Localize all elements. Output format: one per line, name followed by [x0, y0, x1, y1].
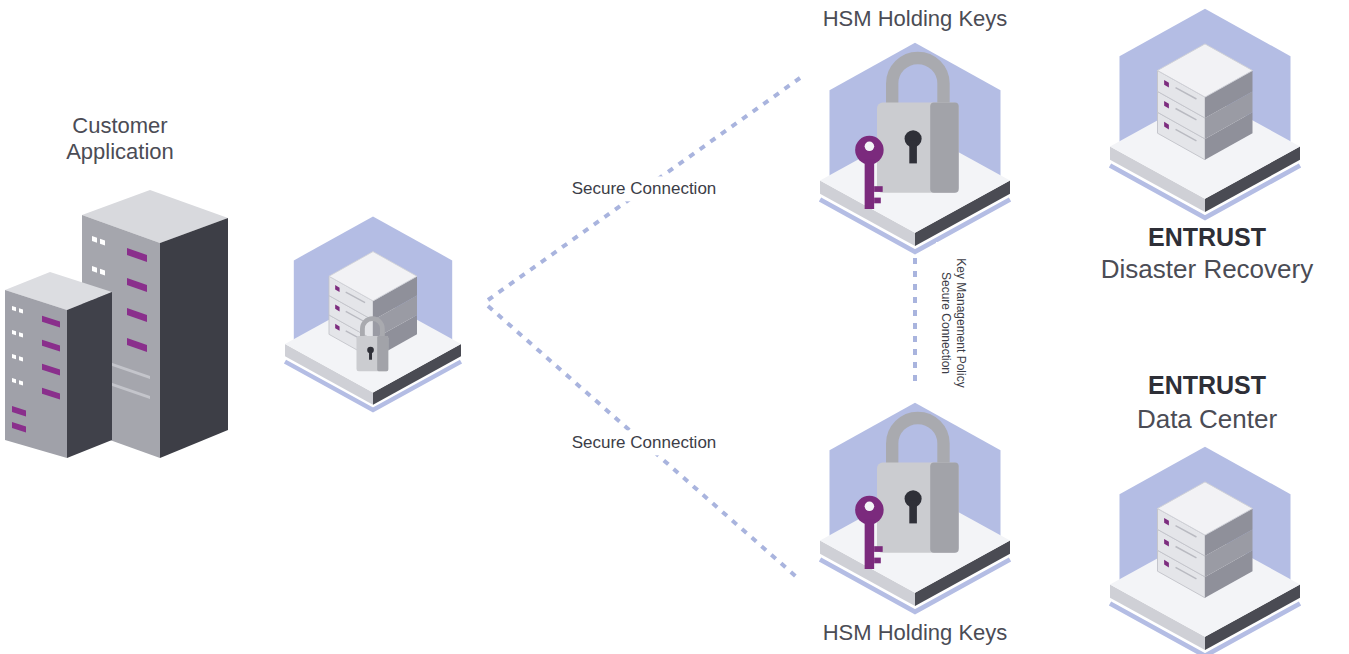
- diagram-node: HSM Holding Keys: [800, 6, 1030, 248]
- dashed-connector: [913, 258, 917, 388]
- node-label: Customer Application: [25, 113, 215, 166]
- diagram-node: Customer Application: [0, 110, 488, 460]
- connection-label: Secure Connection: [538, 176, 750, 201]
- node-label: HSM Holding Keys: [800, 6, 1030, 32]
- diagram-node: HSM Holding Keys: [800, 398, 1030, 652]
- dashed-connector: [488, 306, 800, 580]
- dashed-connector: [488, 78, 800, 300]
- node-label: HSM Holding Keys: [800, 620, 1030, 646]
- diagram-node: ENTRUST Data Center: [1070, 366, 1344, 450]
- connection-label: Key Management Policy Secure Connection: [936, 242, 970, 404]
- node-heading: ENTRUST: [1070, 370, 1344, 400]
- node-label: Data Center: [1070, 404, 1344, 435]
- node-heading: ENTRUST: [1070, 222, 1344, 252]
- connection-label: Secure Connection: [538, 430, 750, 455]
- node-label: Disaster Recovery: [1070, 254, 1344, 285]
- diagram-node: ENTRUSTDisaster Recovery: [1070, 0, 1344, 292]
